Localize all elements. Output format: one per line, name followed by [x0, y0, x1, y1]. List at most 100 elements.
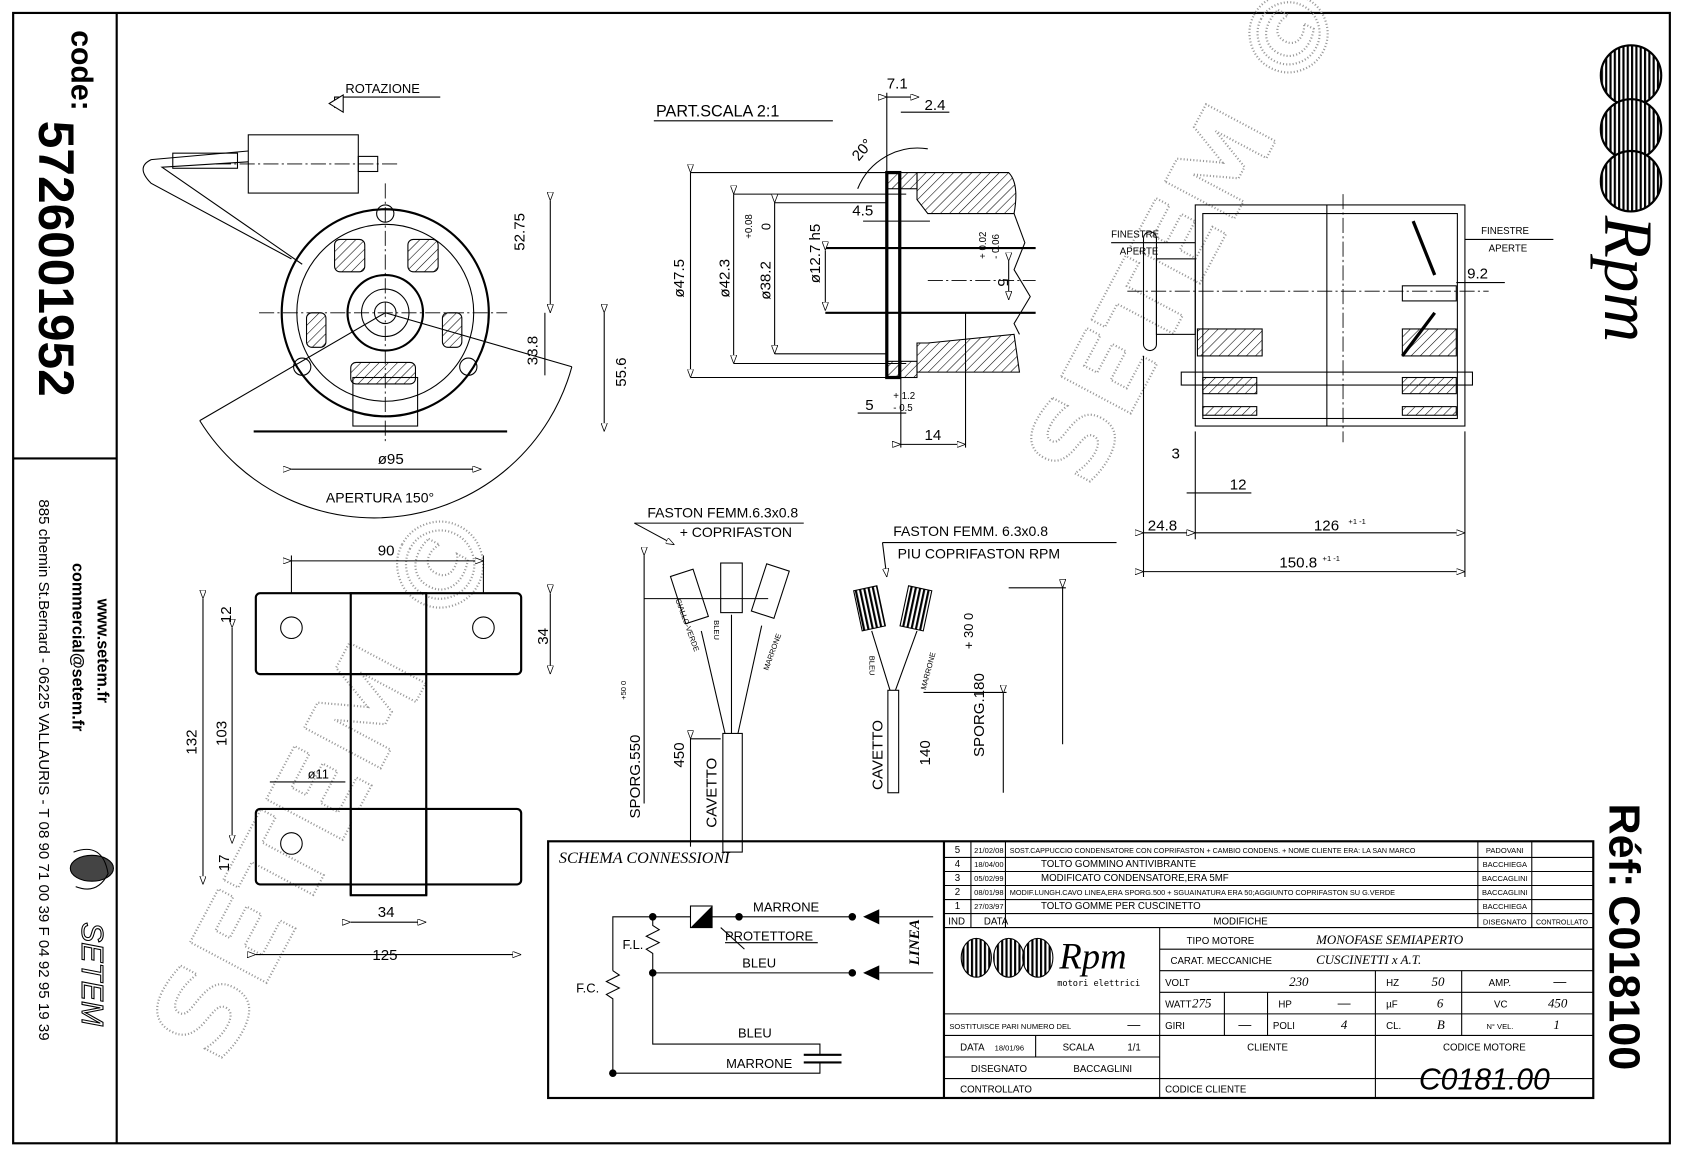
dim-52-75: 52.75 — [511, 213, 528, 251]
code-box: code: 5726001952 — [28, 30, 97, 397]
rev-header-date: DATA — [984, 916, 1009, 927]
rev-ind: 3 — [955, 873, 960, 884]
dim-5: 5 — [865, 397, 873, 414]
client-code-label: CODICE CLIENTE — [1165, 1085, 1247, 1096]
angle-20: 20° — [849, 136, 877, 164]
faston1-protrusion-tol: +50 0 — [619, 681, 628, 700]
fl-label: F.L. — [623, 937, 644, 952]
connection-schema: SCHEMA CONNESSIONI MARRONE PROTETTORE BL… — [559, 850, 934, 1077]
hp-label: HP — [1278, 999, 1291, 1010]
rev-text: MODIF.LUNGH.CAVO LINEA,ERA SPORG.500 + S… — [1010, 888, 1395, 897]
rev-date: 27/03/97 — [974, 902, 1003, 911]
windows-right-2: APERTE — [1489, 243, 1528, 254]
dim-47-5: ø47.5 — [671, 259, 688, 298]
uf: 6 — [1437, 995, 1444, 1010]
reference: Réf: C018100 — [1599, 804, 1647, 1071]
marrone-top: MARRONE — [753, 899, 819, 914]
vc-label: VC — [1494, 999, 1507, 1010]
rpm: — — [1238, 1017, 1251, 1032]
rpm-label: GIRI — [1165, 1021, 1185, 1032]
dim-24-8: 24.8 — [1148, 518, 1177, 535]
address: 885 chemin St.Bernard - 06225 VALLAURIS … — [35, 499, 52, 1040]
watt-label: WATT — [1165, 999, 1191, 1010]
rpm-brand: Rpm — [1590, 215, 1667, 343]
faston1-line1: FASTON FEMM.6.3x0.8 — [647, 505, 798, 521]
faston2-line2: PIU COPRIFASTON RPM — [898, 546, 1061, 562]
dim-14: 14 — [925, 427, 942, 444]
detail-scale-view: PART.SCALA 2:1 7.1 2.4 20° ø47.5 ø42.3 +… — [653, 75, 1036, 447]
windows-left-1: FINESTRE — [1111, 229, 1159, 240]
faston2-wire-2: MARRONE — [919, 651, 938, 691]
faston1-wire-1: GIALLO-VERDE — [674, 597, 702, 652]
faston1-cable: CAVETTO — [703, 758, 720, 828]
email: commercial@setem.fr — [68, 563, 86, 732]
rev-ind: 2 — [955, 887, 960, 898]
rev-header-changes: MODIFICHE — [1213, 916, 1268, 927]
bracket-view: 90 12 34 132 103 17 ø11 34 125 — [184, 542, 553, 964]
faston1-protrusion: SPORG.550 — [627, 735, 644, 819]
dim-34: 34 — [535, 628, 552, 645]
rev-text: SOST.CAPPUCCIO CONDENSATORE CON COPRIFAS… — [1010, 847, 1416, 855]
dim-12: 12 — [218, 606, 235, 623]
dim-55-6: 55.6 — [613, 357, 630, 386]
hz-label: HZ — [1386, 978, 1399, 989]
title-logo: Rpm motori elettrici — [960, 936, 1140, 989]
faston2-protrusion-tol: + 30 0 — [961, 613, 976, 649]
uf-label: µF — [1386, 999, 1398, 1010]
dim-126-tol: +1 -1 — [1348, 517, 1365, 526]
dim-150-8: 150.8 — [1279, 554, 1317, 571]
speeds: 1 — [1553, 1017, 1559, 1032]
rev-ind: 5 — [955, 845, 960, 856]
rev-ind: 1 — [955, 901, 960, 912]
mech-label: CARAT. MECCANICHE — [1170, 956, 1272, 967]
bleu-low: BLEU — [738, 1026, 772, 1041]
faston1-line2: + COPRIFASTON — [680, 524, 792, 540]
faston2-line1: FASTON FEMM. 6.3x0.8 — [893, 523, 1048, 539]
setem-logo: SETEM — [69, 848, 114, 1028]
contact-info: www.setem.fr commercial@setem.fr 885 che… — [35, 499, 114, 1041]
tol-zero: 0 — [758, 223, 773, 230]
volt-label: VOLT — [1165, 978, 1190, 989]
code-number: 5726001952 — [28, 121, 84, 397]
faston2-wire-1: BLEU — [868, 656, 877, 676]
replaces: — — [1127, 1017, 1140, 1032]
dim-38-2: ø38.2 — [757, 261, 774, 300]
rev-text: MODIFICATO CONDENSATORE,ERA 5MF — [1041, 873, 1229, 884]
amp-label: AMP. — [1489, 978, 1511, 989]
rev-header-checked: CONTROLLATO — [1536, 919, 1588, 926]
ref-number: C018100 — [1599, 895, 1647, 1070]
dim-5-key: 5 — [994, 278, 1011, 286]
dim-90: 90 — [378, 542, 395, 559]
dim-2-4: 2.4 — [925, 97, 946, 114]
dim-126: 126 — [1314, 518, 1339, 535]
class: B — [1437, 1017, 1445, 1032]
dim-125: 125 — [372, 947, 397, 964]
class-label: CL. — [1386, 1021, 1401, 1032]
fc-label: F.C. — [576, 980, 599, 995]
dim-132: 132 — [184, 729, 201, 754]
dim-150-8-tol: +1 -1 — [1323, 554, 1340, 563]
watermark: SETEM © SETEM © — [123, 0, 1372, 1082]
checked-label: CONTROLLATO — [960, 1085, 1032, 1096]
protector: PROTETTORE — [725, 929, 814, 944]
vc: 450 — [1548, 995, 1568, 1010]
specs-grid: Rpm motori elettrici TIPO MOTORE MONOFAS… — [943, 927, 1594, 1098]
motor-type: MONOFASE SEMIAPERTO — [1315, 932, 1464, 947]
code-label: code: — [64, 30, 97, 111]
rev-date: 08/01/98 — [974, 888, 1003, 897]
dim-11: ø11 — [308, 767, 329, 782]
mech: CUSCINETTI x A.T. — [1316, 952, 1421, 967]
detail-title: PART.SCALA 2:1 — [656, 102, 779, 120]
revision-row: 2 08/01/98 MODIF.LUNGH.CAVO LINEA,ERA SPOR… — [955, 887, 1528, 898]
setem-logo-text: SETEM — [75, 922, 108, 1027]
dim-34b: 34 — [378, 904, 395, 921]
rotation-label: ROTAZIONE — [345, 81, 420, 96]
dim-42-3: ø42.3 — [716, 259, 733, 298]
marrone-low: MARRONE — [726, 1056, 792, 1071]
windows-left-2: APERTE — [1120, 247, 1159, 258]
schema-title: SCHEMA CONNESSIONI — [559, 850, 731, 867]
tol2-minus: - 0.06 — [991, 234, 1002, 259]
